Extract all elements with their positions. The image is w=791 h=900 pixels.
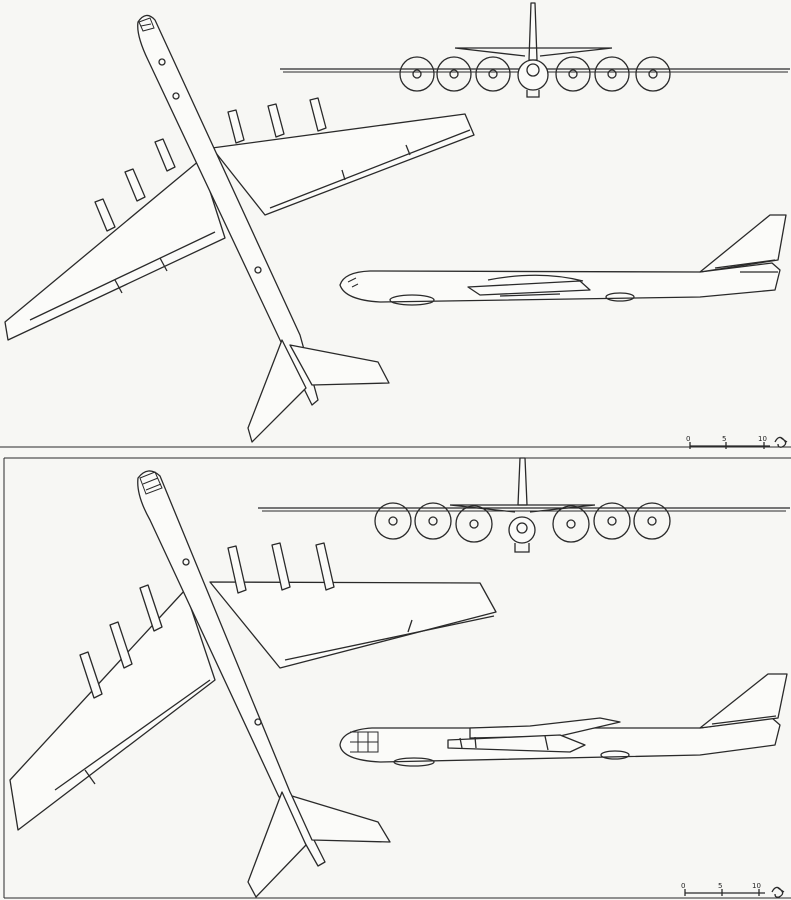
scale-tick-5: 5	[718, 882, 722, 890]
right-wing-flaps	[269, 129, 471, 209]
dome-marker	[172, 92, 180, 100]
front-view	[258, 457, 790, 553]
left-wing-flaps	[29, 231, 216, 321]
dome-marker	[254, 266, 262, 274]
bomb-bay-bulge	[393, 757, 435, 767]
left-tailplane	[247, 791, 307, 898]
engine-pods-left	[94, 138, 176, 232]
scale-bar: 0 5 10	[681, 882, 765, 896]
propeller-discs	[374, 502, 671, 543]
wing-root-side	[487, 274, 584, 297]
gear-fairing	[605, 292, 635, 302]
tailplane-side	[714, 259, 778, 273]
plan-view	[9, 470, 497, 898]
stylized-signature-icon	[774, 436, 788, 448]
plan-view	[4, 14, 475, 443]
vertical-fin-front	[517, 457, 528, 506]
fuselage	[137, 470, 326, 867]
front-view	[280, 2, 790, 98]
vertical-fin-front	[528, 2, 538, 61]
jet-pod-side	[447, 734, 586, 753]
left-wing-flaps	[54, 679, 211, 791]
fuselage	[137, 14, 319, 406]
side-view	[339, 214, 787, 306]
gear-fairing	[600, 750, 630, 760]
cockpit-side	[350, 731, 379, 753]
dome-marker	[182, 558, 190, 566]
jet-pod-detail	[459, 735, 549, 751]
cockpit-side	[347, 277, 359, 288]
scale-tick-10: 10	[758, 435, 767, 443]
wing-side	[469, 717, 621, 739]
panel-lower: 0 5 10	[3, 457, 791, 899]
scale-tick-5: 5	[722, 435, 726, 443]
tailplane-side	[711, 715, 777, 725]
right-wing-flaps	[284, 615, 495, 661]
vertical-fin-side	[699, 673, 788, 729]
engine-pods-right	[227, 542, 335, 594]
tailplane-front	[454, 47, 613, 57]
left-wing	[9, 589, 216, 831]
right-tailplane	[289, 344, 390, 386]
left-tailplane	[247, 339, 307, 443]
propeller-discs	[399, 56, 671, 92]
side-view	[339, 673, 788, 767]
engine-pods-left	[79, 584, 163, 699]
fuselage-front-section	[508, 516, 536, 553]
right-wing	[211, 113, 475, 216]
right-tailplane	[291, 795, 391, 843]
scale-tick-0: 0	[681, 882, 685, 890]
right-wing	[209, 581, 497, 669]
jet-pod-side	[467, 280, 591, 296]
dome-marker	[254, 718, 262, 726]
scale-tick-10: 10	[752, 882, 761, 890]
fuselage-front-section	[517, 59, 549, 98]
cockpit-glazing	[138, 17, 155, 32]
panel-upper: 0 5 10	[0, 2, 791, 449]
cockpit-glazing	[139, 471, 163, 495]
stylized-signature-icon	[771, 886, 785, 898]
bomb-bay-bulge	[389, 294, 435, 306]
dome-marker	[158, 58, 166, 66]
vertical-fin-side	[699, 214, 787, 273]
engine-pods-right	[227, 97, 327, 144]
scale-tick-0: 0	[686, 435, 690, 443]
scale-bar: 0 5 10	[686, 435, 770, 449]
left-wing	[4, 159, 226, 341]
